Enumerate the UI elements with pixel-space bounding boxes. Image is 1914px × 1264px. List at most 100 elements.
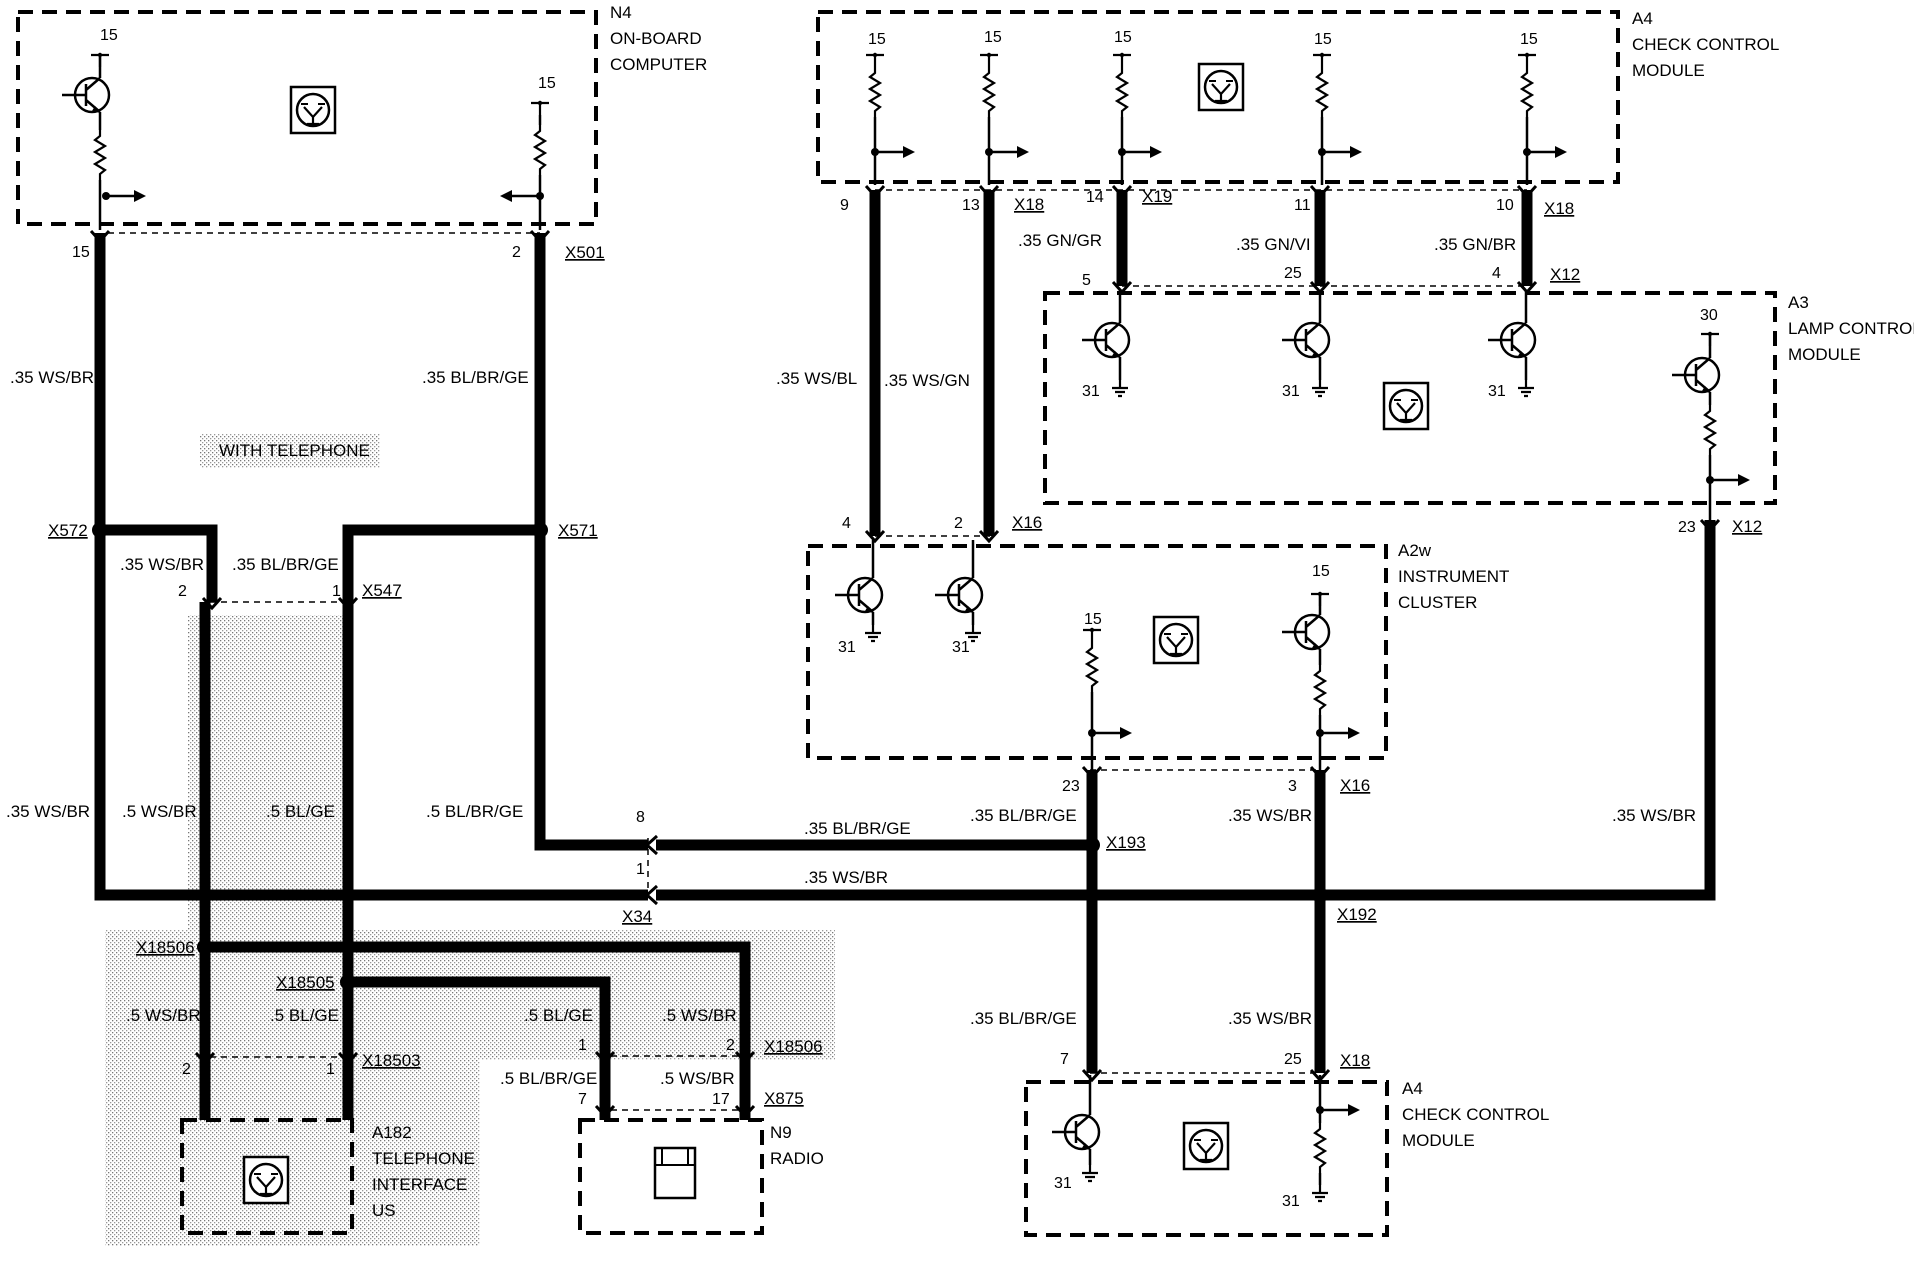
wire-label: .5 BL/BR/GE	[426, 802, 523, 821]
pin-number: 4	[1492, 265, 1501, 282]
splices	[92, 522, 1328, 990]
wire-label: .35 WS/BR	[1228, 806, 1312, 825]
pin-number: 15	[1084, 611, 1102, 628]
pin-number: 23	[1062, 778, 1080, 795]
wire-label: .35 BL/BR/GE	[232, 555, 339, 574]
pin-number: 15	[868, 31, 886, 48]
component-labels: N4 ON-BOARD COMPUTER A4 CHECK CONTROL MO…	[372, 3, 1914, 1220]
wire-label: .35 BL/BR/GE	[804, 819, 911, 838]
pin-number: 1	[326, 1061, 335, 1078]
ecu-a2w-icon	[1152, 615, 1200, 665]
x34-label: X34	[622, 907, 652, 926]
pin-number: 11	[1294, 197, 1311, 214]
pin-number: 31	[1488, 383, 1506, 400]
x18-a-label: X18	[1014, 195, 1044, 214]
x193-label: X193	[1106, 833, 1146, 852]
pin-number: 15	[100, 27, 118, 44]
x12-a-label: X12	[1550, 265, 1580, 284]
wire-label: .5 WS/BR	[122, 802, 197, 821]
a2w-id: A2w	[1398, 541, 1432, 560]
ecu-a182-icon	[242, 1155, 290, 1205]
pin-number: 9	[840, 197, 849, 214]
pin-number: 31	[1054, 1175, 1072, 1192]
pin-number: 15	[1520, 31, 1538, 48]
n4-line1: ON-BOARD	[610, 29, 702, 48]
ecu-n4-icon	[289, 85, 337, 135]
a4-top-internal	[864, 51, 1569, 185]
pin-number: 31	[952, 639, 970, 656]
pin-number: 25	[1284, 1051, 1302, 1068]
a2w-line1: INSTRUMENT	[1398, 567, 1509, 586]
pin-number: 2	[726, 1037, 735, 1054]
pin-number: 15	[1314, 31, 1332, 48]
a3-box	[1043, 291, 1777, 505]
pin-number: 15	[1312, 563, 1330, 580]
a4-top-id: A4	[1632, 9, 1653, 28]
pin-number: 4	[842, 515, 851, 532]
wire-label: .35 GN/BR	[1434, 235, 1516, 254]
pin-number: 1	[578, 1037, 587, 1054]
pin-number: 7	[578, 1091, 587, 1108]
n4-id: N4	[610, 3, 632, 22]
pin-number: 31	[1282, 1193, 1300, 1210]
a3-line2: MODULE	[1788, 345, 1861, 364]
wire-label: .35 GN/GR	[1018, 231, 1102, 250]
pin-number: 1	[636, 861, 645, 878]
wire-label: .5 BL/GE	[266, 802, 335, 821]
a4-bottom-line2: MODULE	[1402, 1131, 1475, 1150]
radio-icon	[653, 1146, 697, 1200]
a4-bottom-internal	[1050, 1075, 1362, 1203]
n9-id: N9	[770, 1123, 792, 1142]
pin-number: 15	[538, 75, 556, 92]
pin-number: 5	[1082, 272, 1091, 289]
wire-label: .35 WS/BR	[120, 555, 204, 574]
a2w-box	[806, 544, 1388, 760]
pin-number: 31	[838, 639, 856, 656]
x547-label: X547	[362, 581, 402, 600]
a182-id: A182	[372, 1123, 412, 1142]
x18506-l-label: X18506	[136, 938, 195, 957]
n4-internal	[60, 51, 551, 230]
x18503-label: X18503	[362, 1051, 421, 1070]
wire-label: .35 WS/BR	[6, 802, 90, 821]
wire-label: .5 WS/BR	[662, 1006, 737, 1025]
a4-bottom-id: A4	[1402, 1079, 1423, 1098]
pin-numbers: 15 2 15 15 15 15 15 15 15 9 13 14 11 10 …	[72, 27, 1718, 1210]
x18-c-label: X18	[1340, 1051, 1370, 1070]
x875-label: X875	[764, 1089, 804, 1108]
pin-number: 2	[954, 515, 963, 532]
pin-number: 17	[712, 1091, 730, 1108]
pin-number: 31	[1282, 383, 1300, 400]
n9-box	[578, 1118, 764, 1235]
pin-number: 31	[1082, 383, 1100, 400]
pin-number: 15	[1114, 29, 1132, 46]
wire-label: .35 GN/VI	[1236, 235, 1311, 254]
a3-internal	[1080, 290, 1752, 520]
pin-number: 2	[178, 583, 187, 600]
pin-number: 7	[1060, 1051, 1069, 1068]
wire-label: .35 WS/BR	[10, 368, 94, 387]
pin-number: 13	[962, 197, 980, 214]
wire-label: .35 WS/BR	[1612, 806, 1696, 825]
pin-number: 14	[1086, 189, 1104, 206]
x18505-label: X18505	[276, 973, 335, 992]
wire-label: .35 BL/BR/GE	[422, 368, 529, 387]
a182-line2: INTERFACE	[372, 1175, 467, 1194]
pin-number: 2	[512, 244, 521, 261]
wire-label: .5 BL/BR/GE	[500, 1069, 597, 1088]
a182-line1: TELEPHONE	[372, 1149, 475, 1168]
wire-label: .35 WS/GN	[884, 371, 970, 390]
pin-number: 2	[182, 1061, 191, 1078]
pin-number: 10	[1496, 197, 1514, 214]
n4-box	[16, 10, 598, 226]
n9-line1: RADIO	[770, 1149, 824, 1168]
wires	[94, 190, 1716, 1120]
pin-number: 15	[72, 244, 90, 261]
x19-label: X19	[1142, 187, 1172, 206]
a4-top-line2: MODULE	[1632, 61, 1705, 80]
wire-label: .5 BL/GE	[524, 1006, 593, 1025]
a3-id: A3	[1788, 293, 1809, 312]
x571-label: X571	[558, 521, 598, 540]
a4-top-box	[816, 10, 1620, 184]
x572-label: X572	[48, 521, 88, 540]
